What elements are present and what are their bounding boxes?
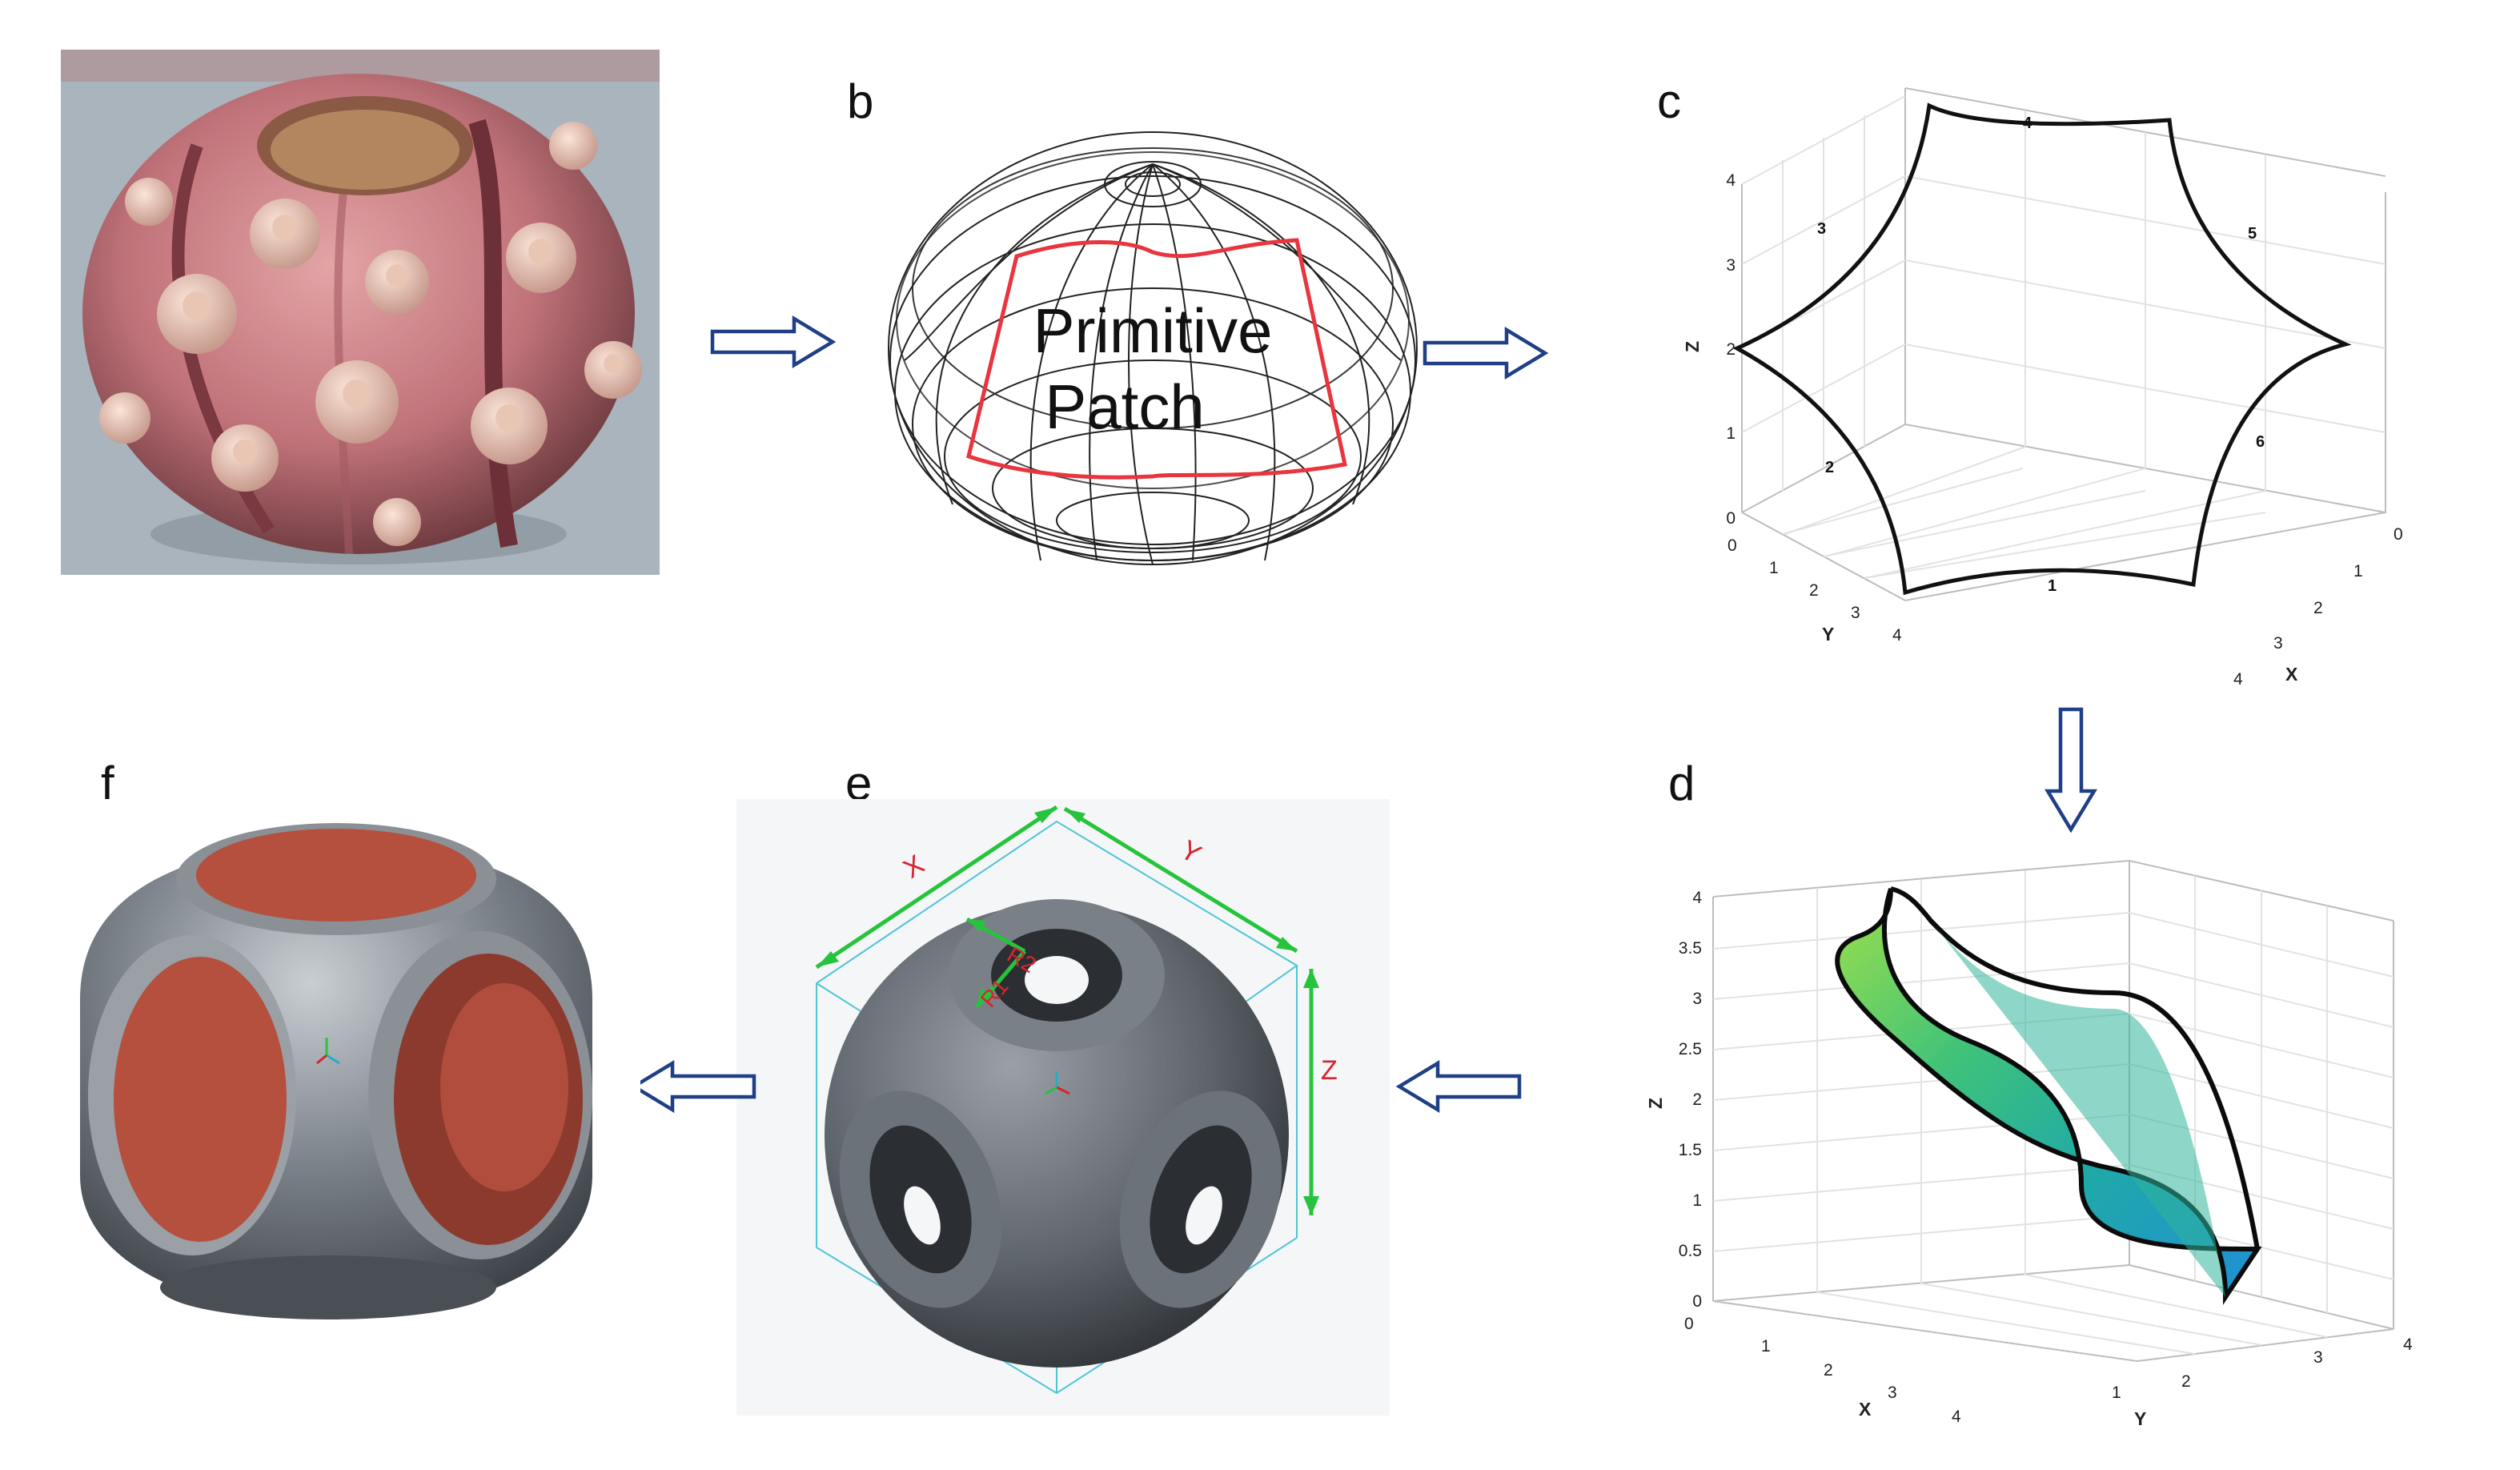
y-tick: 4 <box>2403 1335 2413 1354</box>
panel-label-d: d <box>1668 757 1695 810</box>
y-tick: 1 <box>2112 1384 2121 1402</box>
z-tick: 2 <box>1726 340 1736 359</box>
z-tick: 0 <box>1726 509 1736 528</box>
z-tick: 1 <box>1726 424 1736 443</box>
z-tick: 4 <box>1692 889 1702 907</box>
edge-label-6: 6 <box>2256 433 2265 451</box>
z-tick: 2.5 <box>1679 1040 1702 1058</box>
x-tick: 3 <box>1888 1384 1897 1402</box>
flow-arrow-left-icon <box>1395 1060 1522 1113</box>
z-tick: 0 <box>1692 1292 1702 1311</box>
z-tick: 2 <box>1692 1090 1702 1109</box>
x-axis-label: X <box>1859 1399 1872 1420</box>
z-tick: 3 <box>1692 990 1702 1008</box>
edge-label-4: 4 <box>2023 114 2032 132</box>
flow-arrow-right-icon <box>710 315 837 368</box>
edge-label-2: 2 <box>1825 459 1834 476</box>
flow-arrow-down-icon <box>2044 707 2097 833</box>
y-tick: 2 <box>2181 1372 2191 1391</box>
cad-cube: X Y Z R2 R1 <box>736 799 1390 1416</box>
x-tick: 0 <box>2394 525 2403 544</box>
y-axis-label: Y <box>2134 1408 2146 1429</box>
urchin-sketch: Primitive Patch <box>888 131 1418 565</box>
flow-arrow-right-icon <box>1423 327 1549 380</box>
y-tick: 1 <box>1769 559 1779 577</box>
y-tick: 0 <box>1727 536 1737 555</box>
patch-label-line1: Primitive <box>1033 295 1272 366</box>
y-tick: 3 <box>1851 604 1860 622</box>
panel-label-f: f <box>101 757 114 810</box>
z-tick: 3 <box>1726 256 1736 275</box>
boundary-curve <box>1732 102 2352 596</box>
z-tick: 0.5 <box>1679 1242 1702 1260</box>
x-tick: 0 <box>1684 1315 1694 1333</box>
x-tick: 1 <box>1761 1337 1771 1356</box>
x-tick: 2 <box>2313 599 2323 617</box>
z-axis-label: Z <box>1645 1098 1666 1109</box>
panel-label-c: c <box>1657 74 1681 128</box>
z-tick: 1.5 <box>1679 1141 1702 1159</box>
z-tick: 1 <box>1692 1191 1702 1210</box>
edge-label-3: 3 <box>1817 220 1826 238</box>
x-tick: 2 <box>1824 1361 1833 1380</box>
x-tick: 3 <box>2273 634 2283 653</box>
panel-label-b: b <box>847 74 874 128</box>
z-tick: 4 <box>1726 171 1736 190</box>
x-tick: 1 <box>2353 562 2363 580</box>
flow-arrow-left-icon <box>630 1060 756 1113</box>
surface-plot: 0 0.5 1 1.5 2 2.5 3 3.5 4 Z 0 1 2 3 4 X … <box>1645 860 2413 1429</box>
x-tick: 4 <box>1952 1408 1961 1426</box>
edge-label-5: 5 <box>2248 225 2257 243</box>
boundary-plot: 1 2 3 4 5 6 0 1 2 3 4 Z 0 1 2 3 4 Y 0 1 … <box>1682 87 2403 689</box>
z-axis-label: Z <box>1682 341 1703 352</box>
patch-label-line2: Patch <box>1045 372 1204 442</box>
primitive-patch-outline <box>966 238 1347 480</box>
urchin-photo <box>61 50 660 575</box>
y-tick: 2 <box>1809 581 1819 600</box>
x-axis-label: X <box>2285 664 2298 685</box>
edge-label-1: 1 <box>2048 577 2057 595</box>
y-tick: 3 <box>2313 1348 2323 1367</box>
y-axis-label: Y <box>1822 624 1834 645</box>
z-tick: 3.5 <box>1679 939 1702 958</box>
y-tick: 4 <box>1892 626 1902 645</box>
x-tick: 4 <box>2233 670 2243 689</box>
rendered-part <box>32 799 640 1360</box>
dim-z-label: Z <box>1321 1055 1338 1086</box>
